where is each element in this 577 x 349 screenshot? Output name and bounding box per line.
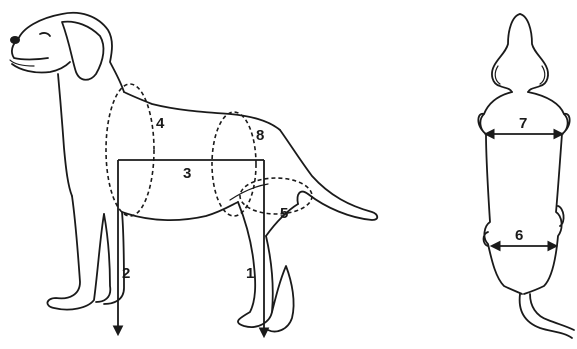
measure-4-ellipse [106,84,154,216]
label-1: 1 [246,265,254,282]
measure-8-ellipse [212,112,256,216]
label-8: 8 [256,127,264,144]
dog-top-view [478,14,574,338]
label-2: 2 [122,265,130,282]
label-7: 7 [519,115,527,132]
label-4: 4 [156,115,165,132]
label-5: 5 [280,205,288,222]
dog-side-view [10,13,377,332]
label-3: 3 [183,165,191,182]
measure-5-ellipse [240,178,312,214]
measurement-guides-top [486,134,562,246]
label-6: 6 [515,227,523,244]
